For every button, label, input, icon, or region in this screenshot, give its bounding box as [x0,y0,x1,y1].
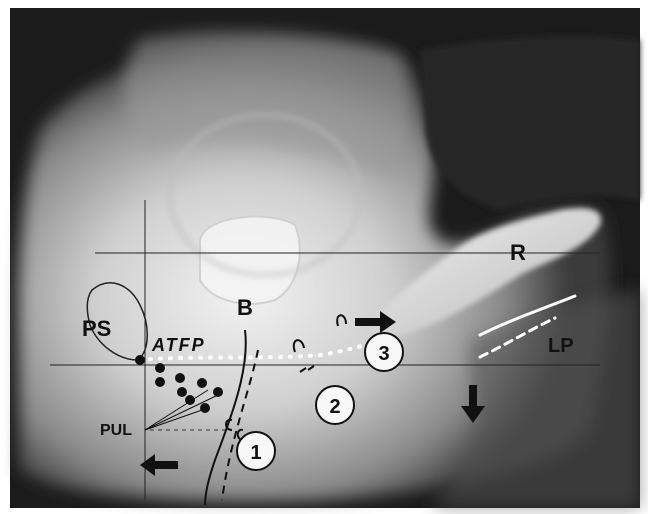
label-circle-1: 1 [250,442,261,464]
label-circle-2: 2 [329,396,340,418]
label-b: B [237,295,253,320]
upper-right-shadow [420,36,640,210]
label-atfp: ATFP [151,335,206,355]
label-lp: LP [548,335,574,357]
label-circle-3: 3 [378,343,389,365]
label-pul: PUL [100,422,132,439]
label-r: R [510,240,526,265]
label-ps: PS [82,316,111,341]
